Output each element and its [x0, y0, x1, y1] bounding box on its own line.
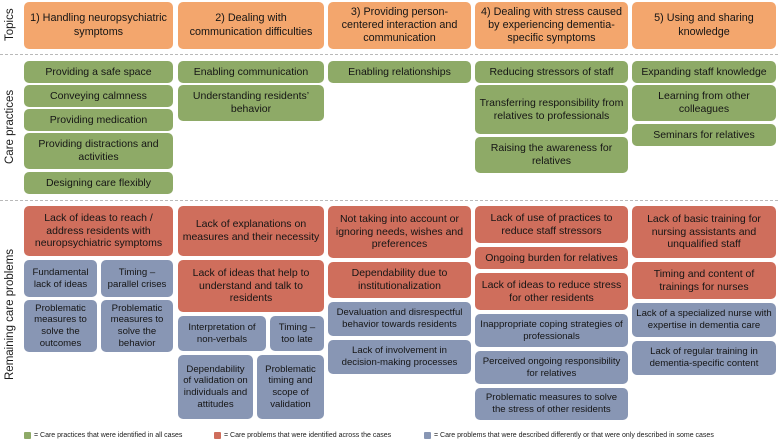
problem-lack-of-ideas-understand: Lack of ideas that help to understand an…: [178, 260, 324, 312]
problem-lack-regular-training: Lack of regular training in dementia-spe…: [632, 341, 776, 375]
problem-dependability-validation: Dependability of validation on individua…: [178, 355, 253, 419]
problem-dependability-institutionalization: Dependability due to institutionalizatio…: [328, 262, 471, 298]
problem-ongoing-burden: Ongoing burden for relatives: [475, 247, 628, 269]
practice-expanding-knowledge: Expanding staff knowledge: [632, 61, 776, 83]
problem-measures-outcomes: Problematic measures to solve the outcom…: [24, 300, 97, 352]
problem-lack-basic-training: Lack of basic training for nursing assis…: [632, 206, 776, 258]
legend-item-blue: = Care problems that were described diff…: [424, 432, 714, 439]
problem-lack-of-ideas-reach: Lack of ideas to reach / address residen…: [24, 206, 173, 256]
legend-label-green: = Care practices that were identified in…: [34, 432, 183, 439]
legend-item-green: = Care practices that were identified in…: [24, 432, 182, 439]
problem-inappropriate-coping: Inappropriate coping strategies of profe…: [475, 314, 628, 347]
separator-bottom: [0, 200, 778, 201]
practice-enabling-relationships: Enabling relationships: [328, 61, 471, 83]
problem-timing-content-trainings: Timing and content of trainings for nurs…: [632, 262, 776, 299]
practice-safe-space: Providing a safe space: [24, 61, 173, 83]
problem-timing-scope-validation: Problematic timing and scope of validati…: [257, 355, 324, 419]
problem-timing-too-late: Timing – too late: [270, 316, 324, 351]
practice-understanding-behavior: Understanding residents’ behavior: [178, 85, 324, 121]
practice-providing-medication: Providing medication: [24, 109, 173, 131]
problem-fundamental-lack: Fundamental lack of ideas: [24, 260, 97, 297]
legend-label-red: = Care problems that were identified acr…: [224, 432, 392, 439]
problem-measures-behavior: Problematic measures to solve the behavi…: [101, 300, 173, 352]
topic-3: 3) Providing person-centered interaction…: [328, 2, 471, 49]
practice-transferring-responsibility: Transferring responsibility from relativ…: [475, 85, 628, 134]
problem-lack-specialized-nurse: Lack of a specialized nurse with experti…: [632, 303, 776, 337]
problem-interpretation-nonverbals: Interpretation of non-verbals: [178, 316, 266, 351]
legend-label-blue: = Care problems that were described diff…: [434, 432, 714, 439]
problem-ignoring-needs: Not taking into account or ignoring need…: [328, 206, 471, 258]
legend-swatch-blue: [424, 432, 431, 439]
practice-designing-care-flexibly: Designing care flexibly: [24, 172, 173, 194]
practice-distractions-activities: Providing distractions and activities: [24, 133, 173, 169]
legend-item-red: = Care problems that were identified acr…: [214, 432, 391, 439]
topics-section-label: Topics: [4, 8, 16, 42]
care-practices-section-label: Care practices: [4, 89, 16, 165]
practice-seminars-relatives: Seminars for relatives: [632, 124, 776, 146]
separator-top: [0, 54, 778, 55]
legend-swatch-green: [24, 432, 31, 439]
topic-5: 5) Using and sharing knowledge: [632, 2, 776, 49]
practice-enabling-communication: Enabling communication: [178, 61, 324, 83]
legend-swatch-red: [214, 432, 221, 439]
problem-perceived-responsibility: Perceived ongoing responsibility for rel…: [475, 351, 628, 384]
topic-1: 1) Handling neuropsychiatric symptoms: [24, 2, 173, 49]
problem-lack-use-practices: Lack of use of practices to reduce staff…: [475, 206, 628, 243]
topic-2: 2) Dealing with communication difficulti…: [178, 2, 324, 49]
problem-devaluation: Devaluation and disrespectful behavior t…: [328, 302, 471, 336]
problem-lack-of-explanations: Lack of explanations on measures and the…: [178, 206, 324, 256]
problem-stress-other-residents: Problematic measures to solve the stress…: [475, 388, 628, 420]
remaining-problems-section-label: Remaining care problems: [4, 248, 16, 380]
problem-timing-parallel-crises: Timing – parallel crises: [101, 260, 173, 297]
problem-lack-involvement: Lack of involvement in decision-making p…: [328, 340, 471, 374]
practice-conveying-calmness: Conveying calmness: [24, 85, 173, 107]
problem-lack-ideas-stress: Lack of ideas to reduce stress for other…: [475, 273, 628, 310]
practice-learning-colleagues: Learning from other colleagues: [632, 85, 776, 121]
practice-reducing-stressors: Reducing stressors of staff: [475, 61, 628, 83]
topic-4: 4) Dealing with stress caused by experie…: [475, 2, 628, 49]
practice-raising-awareness: Raising the awareness for relatives: [475, 137, 628, 173]
